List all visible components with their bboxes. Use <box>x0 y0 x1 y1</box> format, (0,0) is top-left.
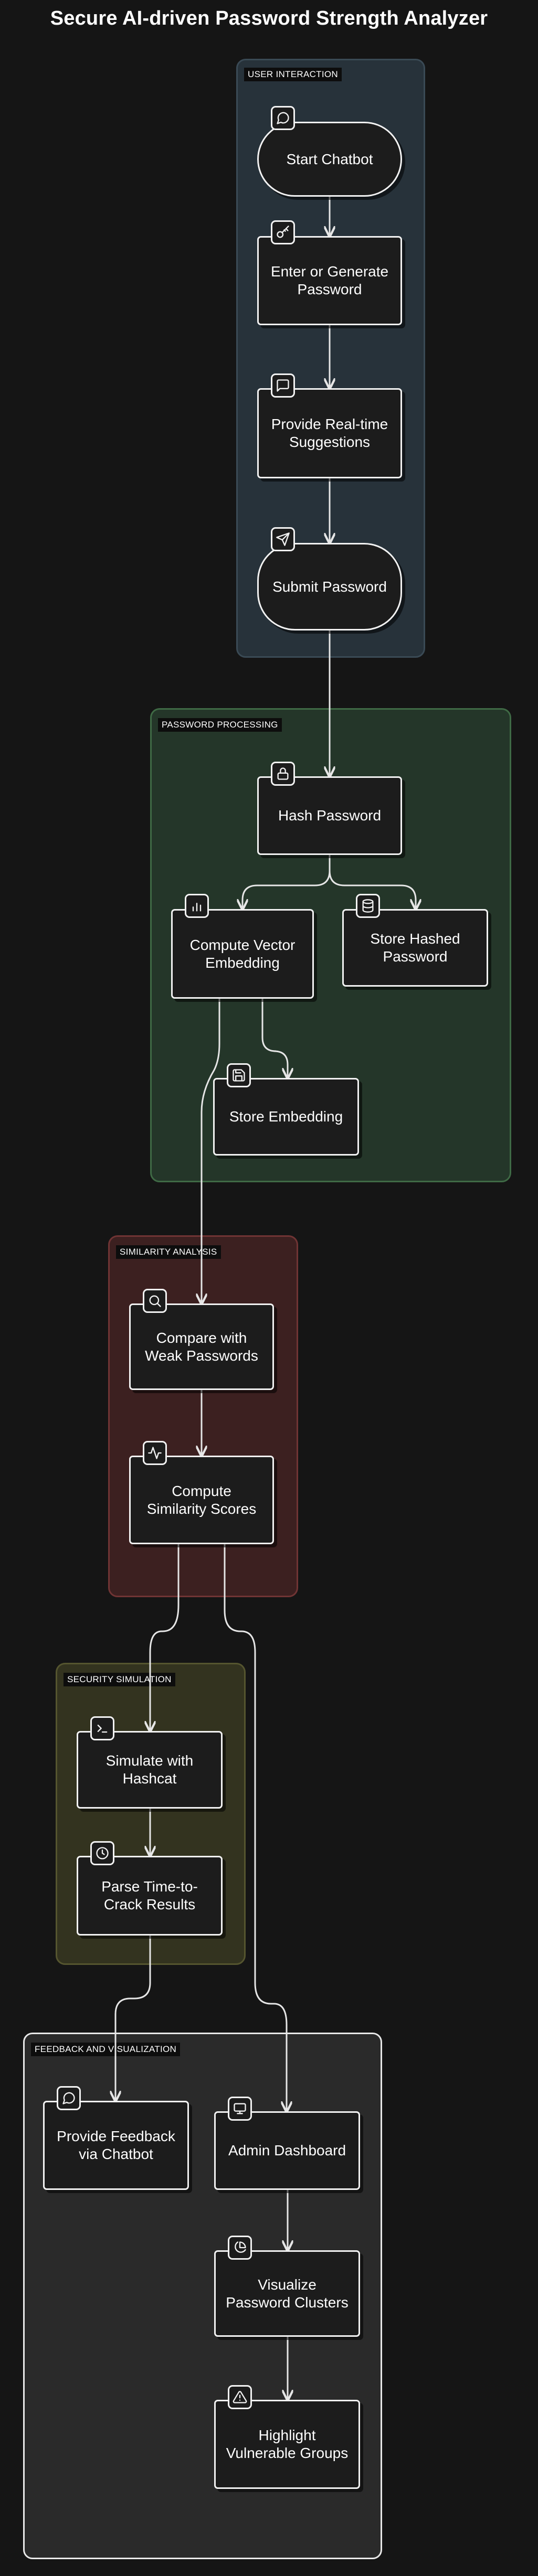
database-icon <box>356 894 380 918</box>
node-label: Admin Dashboard <box>228 2142 346 2158</box>
node-label: Enter or Generate Password <box>270 263 389 297</box>
node-hash-password: Hash Password <box>257 776 402 855</box>
node-label: Store Hashed Password <box>370 931 460 965</box>
chat-bubble-icon <box>57 2086 81 2110</box>
node-visualize-password-clusters: Visualize Password Clusters <box>214 2250 360 2337</box>
diagram-title: Secure AI-driven Password Strength Analy… <box>50 7 488 29</box>
node-label: Start Chatbot <box>286 151 373 167</box>
node-store-hashed-password: Store Hashed Password <box>342 909 488 987</box>
terminal-icon <box>90 1716 114 1740</box>
key-icon <box>271 220 295 244</box>
node-start-chatbot: Start Chatbot <box>257 122 402 197</box>
node-label: Compute Similarity Scores <box>146 1482 257 1517</box>
edge-hash-to-store-hashed <box>329 855 416 909</box>
pie-chart-icon <box>228 2236 252 2260</box>
node-compute-vector-embedding: Compute Vector Embedding <box>171 909 314 999</box>
edge-similarity-to-hashcat <box>150 1544 180 1731</box>
lock-icon <box>271 762 295 786</box>
activity-icon <box>143 1441 167 1465</box>
node-compare-with-weak-passwords: Compare with Weak Passwords <box>129 1303 274 1390</box>
node-label: Submit Password <box>272 578 387 595</box>
node-label: Highlight Vulnerable Groups <box>226 2427 349 2461</box>
group-label: PASSWORD PROCESSING <box>158 718 282 732</box>
group-label: FEEDBACK AND VISUALIZATION <box>31 2043 181 2056</box>
node-compute-similarity-scores: Compute Similarity Scores <box>129 1456 274 1544</box>
group-label: SIMILARITY ANALYSIS <box>116 1245 221 1259</box>
node-label: Simulate with Hashcat <box>106 1752 194 1787</box>
node-submit-password: Submit Password <box>257 543 402 630</box>
edge-vector-to-store-embedding <box>261 999 288 1078</box>
edge-hash-to-vector <box>242 855 331 909</box>
node-label: Compute Vector Embedding <box>189 936 296 971</box>
bar-chart-icon <box>185 894 209 918</box>
node-label: Compare with Weak Passwords <box>145 1329 258 1364</box>
send-icon <box>271 527 295 551</box>
clock-icon <box>90 1841 114 1865</box>
node-label: Parse Time-to-Crack Results <box>101 1878 198 1912</box>
monitor-icon <box>228 2097 252 2121</box>
chat-bubble-icon <box>271 106 295 130</box>
node-provide-feedback-via-chatbot: Provide Feedback via Chatbot <box>43 2101 189 2190</box>
save-icon <box>227 1063 251 1087</box>
group-label: USER INTERACTION <box>244 68 342 81</box>
node-label: Store Embedding <box>229 1108 343 1125</box>
message-square-icon <box>271 373 295 398</box>
node-label: Provide Real-time Suggestions <box>271 416 388 450</box>
node-parse-time-to-crack-results: Parse Time-to-Crack Results <box>77 1856 223 1936</box>
node-label: Hash Password <box>278 807 382 824</box>
node-enter-or-generate-password: Enter or Generate Password <box>257 236 402 325</box>
node-label: Provide Feedback via Chatbot <box>57 2128 175 2162</box>
node-store-embedding: Store Embedding <box>213 1078 359 1156</box>
group-label: SECURITY SIMULATION <box>64 1673 175 1686</box>
search-icon <box>143 1289 167 1313</box>
edge-parse-to-feedback <box>115 1936 151 2101</box>
node-highlight-vulnerable-groups: Highlight Vulnerable Groups <box>214 2400 360 2489</box>
node-admin-dashboard: Admin Dashboard <box>214 2111 360 2190</box>
edge-similarity-to-admin <box>224 1544 287 2111</box>
node-simulate-with-hashcat: Simulate with Hashcat <box>77 1731 223 1809</box>
alert-triangle-icon <box>228 2385 252 2409</box>
edge-vector-to-compare <box>202 999 220 1303</box>
node-label: Visualize Password Clusters <box>226 2276 349 2311</box>
node-provide-real-time-suggestions: Provide Real-time Suggestions <box>257 388 402 478</box>
